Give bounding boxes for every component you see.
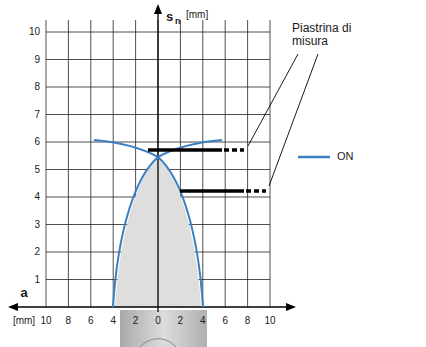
grid-line [113,20,114,307]
axis-arrow [286,303,296,311]
y-axis [157,10,158,312]
tick-label: 0 [155,316,161,326]
axis-arrow [154,4,162,14]
grid-line [202,20,203,307]
tick-label: 1 [34,275,40,285]
tick-label: 10 [40,316,51,326]
sensor-face [140,339,176,347]
axis-label: s [166,10,173,23]
leader-line [248,54,298,146]
grid-line [270,20,271,307]
legend-text: ON [337,151,354,162]
tick-label: 6 [88,316,94,326]
tick-label: 2 [178,316,184,326]
tick-label: 6 [34,137,40,147]
tick-label: 10 [264,316,275,326]
grid-line [225,20,226,307]
axis-label: n [175,17,181,26]
measuring-plate [180,189,244,193]
x-axis [12,306,290,307]
tick-label: 9 [34,55,40,65]
axis-label: a [20,286,27,299]
tick-label: 5 [34,165,40,175]
sensor-body [120,310,207,347]
tick-label: 8 [66,316,72,326]
tick-label: 2 [34,247,40,257]
unit-label: [mm] [186,10,208,20]
tick-label: 8 [34,82,40,92]
tick-label: 6 [222,316,228,326]
measuring-plate [148,148,222,152]
callout-label: Piastrina di misura [292,22,362,47]
measuring-plate [246,189,266,193]
on-curve [94,140,203,307]
tick-label: 4 [200,316,206,326]
on-curve [113,140,222,307]
tick-label: 4 [34,192,40,202]
tick-label: 4 [110,316,116,326]
tick-label: 2 [133,316,139,326]
unit-label: [mm] [13,316,35,326]
tick-label: 10 [29,27,40,37]
grid-line [247,20,248,307]
grid-line [90,20,91,307]
axis-arrow [8,303,18,311]
tick-label: 8 [245,316,251,326]
measuring-plate [224,148,244,152]
tick-label: 7 [34,110,40,120]
legend-swatch [298,156,330,159]
grid-line [68,20,69,307]
grid-line [46,20,47,307]
leader-line [269,54,318,186]
tick-label: 3 [34,220,40,230]
